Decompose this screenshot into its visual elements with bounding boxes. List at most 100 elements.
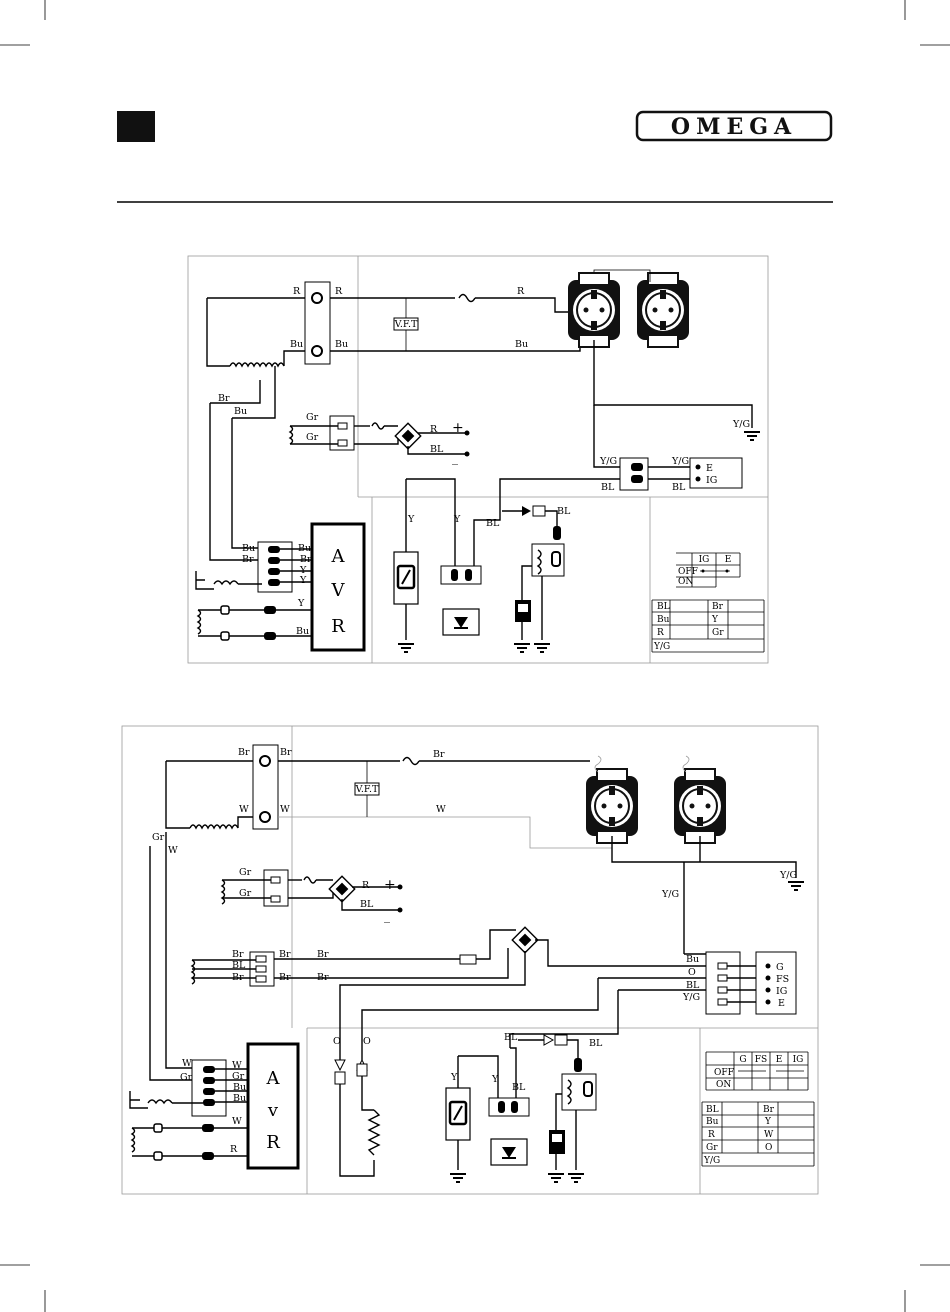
wire-label: W [280, 804, 290, 815]
wire-label: Bu [515, 339, 528, 350]
wire-label: Gr [180, 1072, 193, 1083]
engine-switch [689, 457, 743, 489]
ac-socket-2 [636, 272, 690, 348]
avr2-letter-r: R [266, 1132, 280, 1153]
wire-label: Y [299, 575, 307, 586]
wire-label: BL [601, 482, 615, 493]
dc-plus-label: + [452, 420, 464, 436]
avr-letter-v: V [331, 580, 346, 601]
switch-ig-label: IG [706, 475, 717, 486]
wire-label: Gr [239, 888, 252, 899]
dc-rectifier [394, 422, 422, 450]
switch-table-1-on: ON [678, 577, 693, 587]
wire-label: W [239, 804, 249, 815]
exciter-coil [213, 580, 239, 586]
wire-label: Bu [233, 1082, 246, 1093]
avr-letter-a: A [331, 546, 346, 567]
switch-table-2-header-ig: IG [793, 1055, 804, 1065]
wire-label: R [293, 286, 301, 297]
legend-2-o: O [765, 1143, 772, 1153]
wire-label: Br [232, 972, 244, 983]
legend-1-gr: Gr [712, 628, 724, 638]
legend-2-w: W [764, 1130, 774, 1140]
legend-1-yg: Y/G [653, 642, 670, 652]
wire-label: Y/G [599, 456, 617, 467]
wiring-diagram-1: V.F.T [187, 255, 769, 664]
avr-letter-r: R [331, 616, 345, 637]
switch-table-1-header-ig: IG [699, 555, 710, 565]
switch-table-2-header-e: E [776, 1055, 783, 1065]
legend-1-y: Y [711, 615, 719, 625]
fuel-solenoid [367, 1109, 381, 1156]
switch-table-2-header-fs: FS [755, 1055, 767, 1065]
ignition-connector-2 [488, 1097, 530, 1117]
wire-label: BL [430, 444, 444, 455]
switch-table-2-off: OFF [714, 1068, 734, 1078]
wire-label: Br [300, 554, 312, 565]
spark-plug [392, 550, 420, 606]
switch-table-2-header-g: G [739, 1055, 746, 1065]
switch-g-label: G [776, 962, 784, 973]
switch-table-1-off: OFF [678, 567, 698, 577]
fuse-symbol [458, 293, 476, 303]
legend-1-bu: Bu [657, 615, 670, 625]
legend-2-br: Br [763, 1105, 775, 1115]
wire-label: Bu [335, 339, 348, 350]
dc-minus-label-2: _ [384, 909, 390, 923]
wire-label: Y [297, 598, 305, 609]
wire-label: BL [486, 518, 500, 529]
wire-label: Bu [290, 339, 303, 350]
wire-label: BL [557, 506, 571, 517]
wire-label: Y/G [682, 992, 700, 1003]
wire-label: R [362, 880, 370, 891]
wire-label: BL [360, 899, 374, 910]
wire-label: Gr [152, 832, 165, 843]
switch-table-1: IG E OFF ON [676, 552, 741, 588]
switch-ig-label-2: IG [776, 986, 787, 997]
engine-switch-connector [619, 457, 649, 491]
wire-label: Bu [298, 543, 311, 554]
stator-coil-2 [189, 824, 239, 830]
wire-label: O [333, 1036, 341, 1047]
wire-label: BL [512, 1082, 526, 1093]
wire-label: Bu [296, 626, 309, 637]
wire-label: R [517, 286, 525, 297]
switch-table-2: G FS E IG OFF ON [705, 1051, 809, 1091]
wire-label: Bu [233, 1093, 246, 1104]
wire-label: W [232, 1060, 242, 1071]
wire-label: BL [672, 482, 686, 493]
color-legend-1: BL Br Bu Y R Gr Y/G [651, 599, 765, 653]
wire-label: BL [504, 1032, 518, 1043]
wire-label: Bu [234, 406, 247, 417]
avr-module-2 [246, 1042, 300, 1170]
wire-label: Br [280, 747, 292, 758]
legend-1-r: R [657, 628, 664, 638]
vft-box [393, 317, 419, 331]
color-legend-2: BL Br Bu Y R W Gr O Y/G [701, 1101, 815, 1167]
wire-label: Br [218, 393, 230, 404]
legend-2-gr: Gr [706, 1143, 718, 1153]
stator-coil [229, 362, 285, 368]
wire-label: BL [686, 980, 700, 991]
wire-label: Br [279, 949, 291, 960]
wire-label: Br [317, 972, 329, 983]
ac-socket-4 [673, 768, 727, 844]
wire-label: Y [299, 565, 307, 576]
wire-label: Br [433, 749, 445, 760]
vft-box-2 [354, 782, 380, 796]
dc-plus-label-2: + [384, 877, 396, 893]
wire-label: O [363, 1036, 371, 1047]
fuse-2 [459, 954, 477, 965]
wire-label: Br [242, 554, 254, 565]
omega-logo [635, 110, 833, 142]
wire-label: Gr [306, 412, 319, 423]
wire-label: Y/G [671, 456, 689, 467]
wire-label: Br [317, 949, 329, 960]
wire-label: Bu [686, 954, 699, 965]
wire-label: Gr [232, 1071, 245, 1082]
wire-label: Y [450, 1072, 458, 1083]
wire-label: R [430, 424, 438, 435]
legend-2-bl: BL [706, 1105, 719, 1115]
